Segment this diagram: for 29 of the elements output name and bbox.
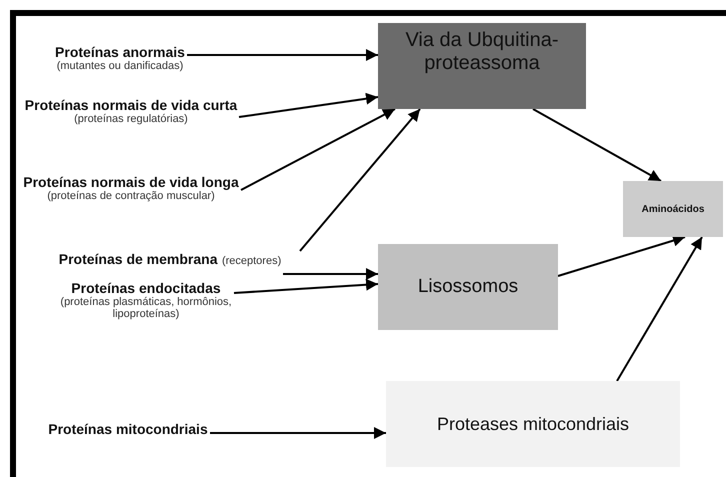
protein-type-label: Proteínas normais de vida longa — [22, 174, 240, 190]
box-label: Lisossomos — [416, 276, 520, 298]
protein-example-note: (mutantes ou danificadas) — [56, 60, 184, 72]
protein-type-label: Proteínas normais de vida curta — [24, 97, 238, 113]
arrow — [558, 234, 686, 277]
protein-example-note: (proteínas regulatórias) — [73, 113, 189, 125]
arrow — [616, 236, 703, 382]
box-label: Proteases mitocondriais — [436, 414, 630, 434]
box-label: Via da Ubquitina- proteassoma — [404, 29, 560, 75]
box-label: Aminoácidos — [640, 204, 706, 214]
protein-example-note: (proteínas plasmáticas, hormônios, lipoproteínas) — [59, 296, 233, 320]
arrow — [238, 92, 378, 118]
protein-example-note: (proteínas de contração muscular) — [46, 190, 216, 202]
arrow — [210, 427, 386, 439]
arrow — [283, 268, 378, 280]
arrow — [187, 49, 378, 61]
protein-type-label: Proteínas anormais — [54, 44, 186, 60]
process-box — [623, 181, 723, 237]
arrow — [234, 278, 378, 294]
process-box — [386, 381, 680, 467]
arrow — [532, 108, 662, 182]
arrow — [240, 108, 396, 191]
protein-type-label: Proteínas de membrana — [58, 251, 218, 267]
process-box — [378, 23, 586, 109]
protein-example-note: (receptores) — [222, 255, 282, 267]
arrow — [299, 108, 421, 252]
protein-type-label: Proteínas mitocondriais — [47, 421, 209, 437]
protein-type-label: Proteínas endocitadas — [70, 280, 222, 296]
process-box — [378, 244, 558, 330]
